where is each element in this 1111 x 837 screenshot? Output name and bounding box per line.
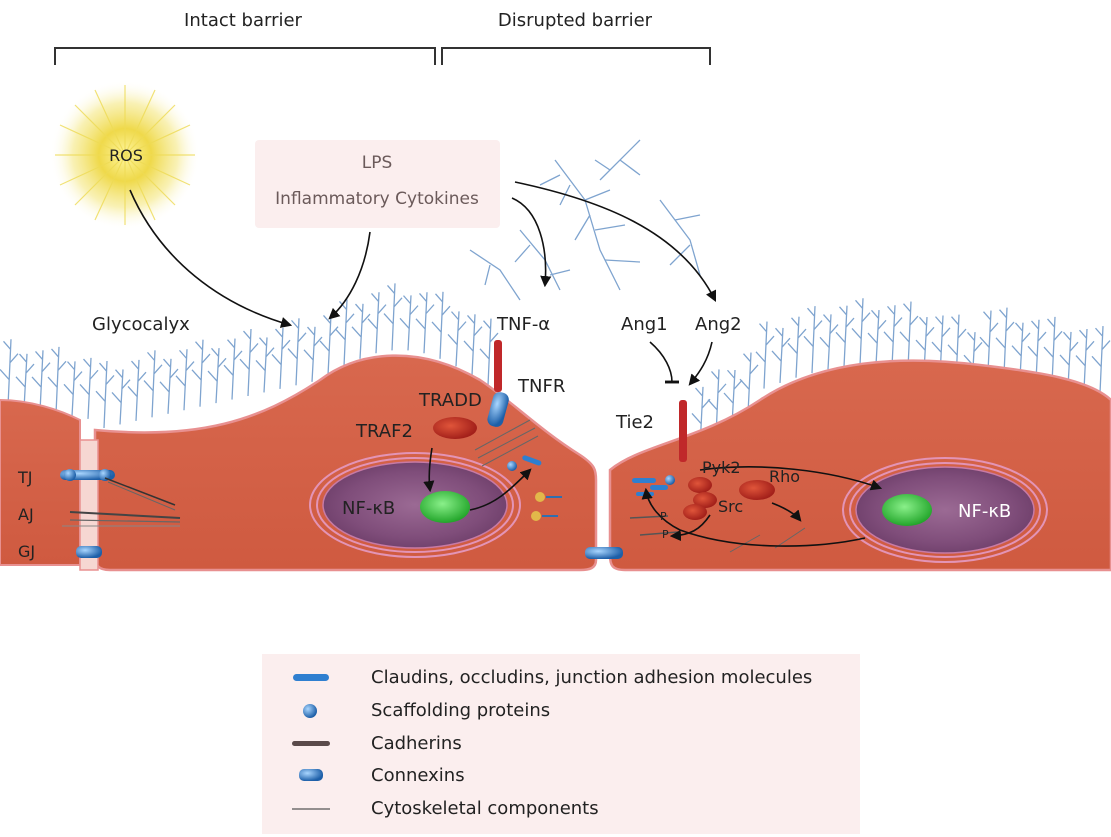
tie2-label: Tie2: [615, 412, 654, 433]
tie2-receptor: [679, 400, 687, 462]
legend-label: Claudins, occludins, junction adhesion m…: [371, 667, 812, 688]
intact-barrier-label: Intact barrier: [184, 10, 302, 31]
gap-junction-disrupted-icon: [585, 547, 623, 559]
gap-junction-icon: [76, 546, 102, 558]
disrupted-barrier-label: Disrupted barrier: [498, 10, 653, 31]
tj-label: TJ: [17, 468, 33, 487]
lps-label: LPS: [362, 153, 393, 173]
ang1-label: Ang1: [621, 314, 668, 335]
legend: Claudins, occludins, junction adhesion m…: [262, 654, 860, 834]
legend-item: Claudins, occludins, junction adhesion m…: [293, 667, 812, 688]
src-label: Src: [718, 497, 743, 516]
phospho-label-1: P: [660, 510, 667, 523]
legend-label: Cadherins: [371, 733, 462, 754]
phospho-label-2: P: [662, 528, 669, 541]
dash-icon: [293, 674, 329, 681]
ros-label: ROS: [109, 146, 143, 165]
tradd-protein: [433, 417, 477, 439]
legend-label: Cytoskeletal components: [371, 798, 599, 819]
header-brackets: Intact barrier Disrupted barrier: [55, 10, 710, 65]
ros-sun-icon: ROS: [50, 80, 200, 230]
stimulus-box: LPS Inflammatory Cytokines: [255, 140, 500, 228]
nfkb-left-complex: [420, 491, 470, 523]
pyk2-label: Pyk2: [702, 458, 741, 477]
tnfr-label: TNFR: [517, 376, 565, 397]
nfkb-left-label: NF-κB: [342, 498, 395, 519]
rod-icon: [292, 741, 330, 746]
aj-label: AJ: [18, 505, 34, 524]
ang2-label: Ang2: [695, 314, 742, 335]
left-cell-fragment: [0, 400, 80, 565]
tradd-label: TRADD: [418, 390, 482, 411]
glycocalyx-label: Glycocalyx: [92, 314, 190, 335]
traf2-label: TRAF2: [355, 421, 413, 442]
legend-label: Connexins: [371, 765, 465, 786]
nfkb-right-complex: [882, 494, 932, 526]
connexin-icon: [299, 769, 323, 781]
tnf-alpha-label: TNF-α: [496, 314, 550, 335]
gj-label: GJ: [18, 542, 35, 561]
cytokines-label: Inflammatory Cytokines: [275, 189, 479, 209]
sphere-icon: [303, 704, 317, 718]
nfkb-right-label: NF-κB: [958, 501, 1011, 522]
rho-label: Rho: [769, 467, 800, 486]
shed-glycocalyx: [470, 140, 700, 300]
legend-label: Scaffolding proteins: [371, 700, 550, 721]
